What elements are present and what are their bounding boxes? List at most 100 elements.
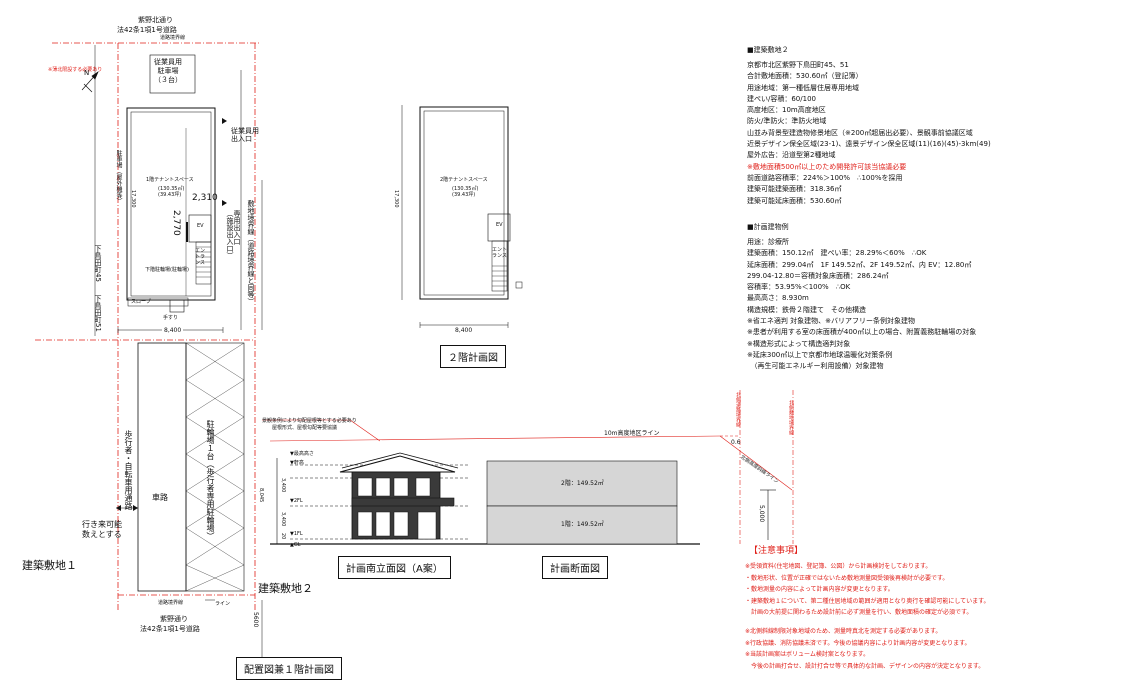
landscape-note-2: 屋根形式、屋根勾配等要協議	[272, 425, 338, 431]
section-title: 計画断面図	[542, 556, 608, 579]
entrance-1f: エントランス	[195, 248, 206, 266]
bike-parking-area	[185, 342, 245, 592]
width-8400-2f: 8,400	[455, 327, 473, 334]
left-road-label-2: 下鳥田町51	[94, 295, 102, 332]
tenant-1f-area: (130.35㎡) (39.43坪)	[158, 186, 185, 198]
ev-2f: EV	[496, 222, 503, 228]
site-boundary-note: 敷地境界線（道路境界線と同等）	[247, 200, 255, 305]
info-building-line: 最高高さ：8.930m	[747, 294, 809, 303]
handrail-label: 手すり	[163, 315, 179, 321]
north-slant	[719, 390, 794, 544]
tenant-1f-label: 1階テナントスペース	[146, 177, 194, 183]
bike-parking-label: 下階駐輪場(駐輪場)	[145, 267, 189, 273]
north-boundary-label: 道路境界線	[160, 35, 186, 41]
left-road-label: 下鳥田町45	[94, 245, 102, 282]
eaves-mark: ▼軒高	[290, 460, 304, 466]
north-road-law: 法42条1項1号道路	[117, 26, 177, 34]
fl2-mark: ▼2FL	[290, 498, 303, 504]
gl-mark: ▲GL	[290, 542, 301, 548]
info-site-line: ※敷地面積500㎡以上のため開発許可該当協議必要	[747, 162, 907, 171]
info-building-line: 用途：診療所	[747, 238, 789, 246]
info-building-line: ※患者が利用する室の床面積が400㎡以上の場合、附置義務駐輪場の対象	[747, 328, 977, 337]
site-boundary-lines	[35, 42, 260, 610]
note-line: ※北側斜線制限対象地域のため、測量時真北を測定する必要があります。	[745, 627, 942, 635]
max-height-mark: ▼最高高さ	[290, 451, 314, 457]
landscape-note: 景観条例により勾配屋根等とする必要あり	[262, 418, 357, 424]
fl1-mark: ▼1FL	[290, 531, 303, 537]
info-building-line: ※構造形式によって構造適判対象	[747, 339, 851, 348]
info-site-line: 山並み背景型建造物修景地区（※200㎡超届出必要）、景観事前協議区域	[747, 128, 973, 137]
tenant-2f-label: 2階テナントスペース	[440, 177, 488, 183]
height-line-label: 10m高度地区ライン	[604, 430, 660, 437]
info-building-line: 容積率：53.95%＜100% ∴OK	[747, 283, 851, 292]
info-site-line: 建築可能延床面積：530.60㎡	[747, 196, 842, 205]
dim-total-elevation: 8,045	[258, 488, 264, 503]
note-line: 計画の大前提に関わるため設計前に必ず測量を行い、敷地面積の確定が必須です。	[745, 609, 973, 617]
path-note: 行き来可能 数えとする	[82, 520, 122, 539]
note-line: ※当該計画案はボリューム検討案となります。	[745, 651, 870, 659]
note-line: ・建築敷地１について、第二種住居地域の範囲が適用となり奥行を確認可能にしています…	[745, 597, 990, 605]
dim-0-6: 0.6	[731, 439, 741, 446]
house-elevation	[339, 452, 459, 540]
parking-box	[149, 54, 196, 94]
north-site-boundary-label: 北側敷地境界線	[788, 400, 794, 435]
tenant-2f-area: (130.35㎡) (39.43坪)	[452, 186, 479, 198]
north-road-boundary-label: 北側道路境界線	[735, 392, 741, 427]
info-heading-site: ■建築敷地２	[747, 46, 789, 54]
info-site-line: 建ぺい/容積：60/100	[747, 94, 816, 103]
parking-area-note: 駐車場（屋外機等）	[115, 150, 122, 204]
section-floor-2: 2階：149.52㎡	[561, 480, 604, 487]
info-building-line: ※省エネ適判 対象建物、※バリアフリー条例対象建物	[747, 317, 915, 326]
dim-5600: 5600	[252, 612, 259, 628]
note-line: 今後の計画打合せ、設計打合せ等で具体的な計画、デザインの内容が決定となります。	[745, 662, 985, 670]
ev-1f: EV	[197, 223, 204, 229]
info-site-line: 合計敷地面積：530.60㎡（登記簿）	[747, 72, 863, 81]
info-building-line: 建築面積：150.12㎡ 建ぺい率：28.29%＜60% ∴OK	[747, 249, 927, 258]
info-building-line: 延床面積：299.04㎡ 1F 149.52㎡、2F 149.52㎡、内 EV：…	[747, 260, 972, 269]
site2-label: 建築敷地２	[258, 582, 313, 595]
height-17300-2f: 17,300	[393, 190, 399, 208]
section-volume	[486, 460, 678, 545]
width-8400-1f: 8,400	[162, 327, 184, 334]
second-floor-title: ２階計画図	[440, 345, 506, 368]
note-line: ・敷地測量の内容によって計画内容が変更となります。	[745, 586, 894, 594]
south-boundary-label: 道路境界線	[158, 600, 184, 606]
south-road-name: 紫野通り	[160, 615, 188, 623]
dim-2770: 2,770	[171, 210, 181, 236]
height-17300-1f: 17,300	[130, 190, 136, 208]
elevation-title: 計画南立面図（A案）	[338, 556, 451, 579]
info-building-line: 構造規模：鉄骨２階建て その他構造	[747, 305, 866, 314]
south-road-law: 法42条1項1号道路	[140, 625, 200, 633]
parking-label: 従業員用 駐車場 （３台）	[154, 58, 182, 84]
slope-label: スロープ	[131, 299, 151, 305]
driveway	[137, 342, 187, 592]
line-label: ライン	[215, 601, 231, 607]
info-building-line: ※延床300㎡以上で京都市地球温暖化対策条例	[747, 350, 893, 359]
info-heading-building: ■計画建物例	[747, 223, 789, 231]
entrance-2f: エントランス	[492, 247, 508, 259]
north-mark: N	[84, 69, 90, 77]
info-site-line: 前面道路容積率：224%＞100% ∴100%を採用	[747, 173, 903, 182]
info-building-lines: 用途：診療所建築面積：150.12㎡ 建ぺい率：28.29%＜60% ∴OK 延床…	[747, 237, 976, 373]
info-building-line: 299.04-12.80＝容積対象床面積：286.24㎡	[747, 271, 889, 280]
side-path-label: 歩行者・自転車用通路	[124, 430, 133, 510]
dim-20: 20	[280, 533, 286, 540]
note-line: ※受領資料(住宅地図、登記簿、公図）から計画検討をしております。	[745, 563, 932, 570]
building-2f	[419, 106, 509, 300]
site-dim-lines	[94, 45, 263, 660]
bike-parking-right-label: 駐輪場１台（歩行者専用駐輪場）	[206, 420, 215, 540]
dim-5000: 5,000	[758, 505, 765, 523]
info-site-line: 京都市北区紫野下鳥田町45、51	[747, 61, 849, 69]
note-line: ※行政協議、消防協議未済です。今後の協議内容により計画内容が変更となります。	[745, 639, 971, 647]
dim-2310: 2,310	[192, 193, 218, 203]
section-floor-1: 1階：149.52㎡	[561, 521, 604, 528]
north-road-name: 紫野北通り	[138, 16, 173, 24]
note-line	[745, 619, 990, 626]
parking-hatch	[185, 342, 245, 592]
red-north-note: ※薄北限設する必要あり	[48, 67, 103, 73]
info-site-line: 高度地区：10m高度地区	[747, 106, 826, 115]
north-arrow	[81, 71, 99, 93]
driveway-label: 車路	[152, 493, 168, 502]
